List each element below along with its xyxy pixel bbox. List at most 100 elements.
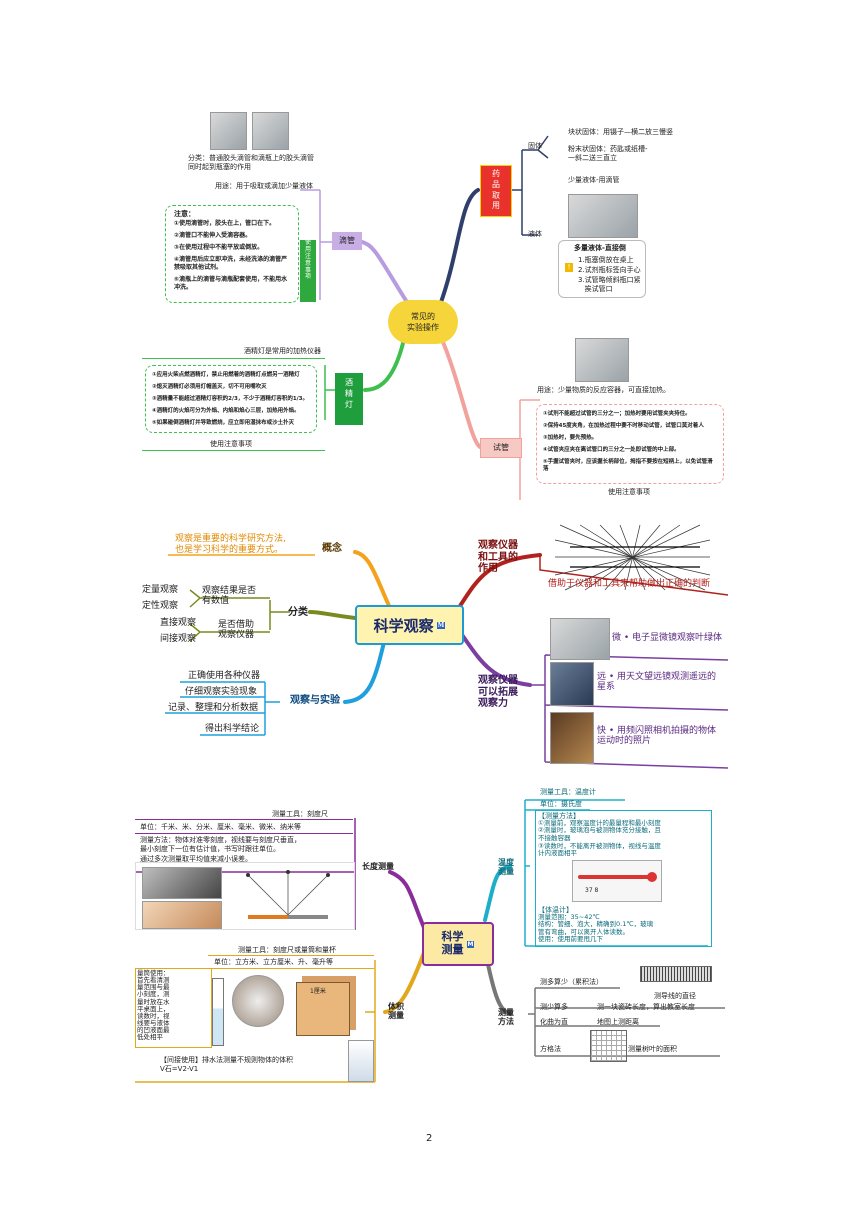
method-a: 测多算少（累积法） — [540, 978, 603, 986]
volume-label: 体积 测量 — [388, 1002, 404, 1021]
extend-item-2: 远 • 用天文望远镜观测遥远的 星系 — [597, 672, 717, 693]
extend-item-1: 微 • 电子显微镜观察叶绿体 — [612, 633, 723, 643]
dropper-note-1: ①使用滴管时，胶头在上，管口在下。 — [174, 220, 276, 227]
tube-label: 试管 — [480, 438, 522, 458]
drug-pour-1: 1.瓶塞倒放在桌上 — [578, 256, 634, 264]
lamp-bottom: 使用注意事项 — [210, 440, 252, 448]
method-d2: 测量树叶的面积 — [628, 1045, 677, 1053]
dropper-classify: 分类：普通胶头滴管和滴瓶上的胶头滴管 同时起到瓶塞的作用 — [188, 154, 314, 172]
method-b: 测少算多 — [540, 1003, 568, 1011]
dropper-note-3: ③在使用过程中不能平放或倒放。 — [174, 244, 264, 251]
extend-label: 观察仪器 可以拓展 观察力 — [478, 675, 518, 709]
hand-photo — [142, 901, 222, 929]
temp-therm-title: 【体温计】 — [538, 906, 573, 914]
dropper-photo-2 — [252, 112, 289, 150]
stroboscope-photo — [550, 712, 594, 764]
classify-g2: 是否借助 观察仪器 — [218, 620, 255, 641]
dropper-use: 用途：用于吸取或滴加少量液体 — [215, 182, 313, 190]
method-label: 测量 方法 — [498, 1008, 514, 1027]
method-c2: 地图上测距离 — [597, 1018, 639, 1026]
map3-center-text: 科学 测量 — [441, 930, 464, 956]
tube-bottom: 使用注意事项 — [608, 488, 650, 496]
classify-g2b: 间接观察 — [160, 634, 197, 644]
cube-label: 1厘米 — [310, 988, 326, 995]
temp-label: 温度 测量 — [498, 858, 514, 877]
thermometer-drawing: 37 8 — [572, 860, 662, 902]
lamp-notes-box: ①应用火柴点燃酒精灯，禁止用燃着的酒精灯点燃另一酒精灯 ②熄灭酒精灯必须用灯帽盖… — [145, 365, 317, 433]
dropper-label: 滴管 — [332, 232, 362, 250]
cylinder-photo — [232, 975, 284, 1027]
tube-note-2: ②保持45度夹角，在加热过程中要不时移动试管，试管口莫对着人 — [543, 423, 704, 429]
volume-indirect: 【间接使用】排水法测量不规则物体的体积 V石=V2-V1 — [160, 1056, 293, 1074]
lamp-bottom-line — [142, 450, 325, 451]
lamp-note-2: ②熄灭酒精灯必须用灯帽盖灭，切不可用嘴吹灭 — [152, 384, 267, 390]
leaf-grid-drawing — [590, 1030, 627, 1062]
lamp-top: 酒精灯是常用的加热仪器 — [244, 347, 321, 355]
dropper-side-label: 使 用 注 意 事 项 — [300, 239, 316, 302]
mindmap-icon: M — [436, 621, 446, 629]
coil-drawing — [640, 966, 712, 982]
drug-pour-2: 2.试剂瓶标签向手心 — [578, 266, 641, 274]
drug-photo — [568, 194, 638, 238]
temp-tool: 测量工具：温度计 — [540, 788, 596, 796]
length-tool: 测量工具：刻度尺 — [272, 810, 328, 818]
thermometer-scale: 37 8 — [585, 887, 599, 894]
lamp-note-4: ④酒精灯的火焰可分为外焰、内焰和焰心三层，加热用外焰。 — [152, 408, 300, 414]
temp-method-title: 【测量方法】 — [538, 812, 580, 820]
classify-g1b: 定性观察 — [142, 601, 179, 611]
exp-item-1: 正确使用各种仪器 — [188, 671, 261, 681]
lamp-label: 酒 精 灯 — [335, 373, 363, 425]
method-b2: 测一块瓷砖长度，算出教室长度 — [597, 1003, 695, 1011]
temp-read: ③读数时，不能离开被测物体，视线与温度 计内液面相平 — [538, 842, 661, 858]
length-photo-box — [135, 862, 355, 930]
tube-notes-box: ①试剂不能超过试管的三分之一；加热时要用试管夹夹持住。 ②保持45度夹角，在加热… — [536, 404, 724, 484]
volume-tool: 测量工具：刻度尺或量筒和量杯 — [238, 946, 336, 954]
tube-note-1: ①试剂不能超过试管的三分之一；加热时要用试管夹夹持住。 — [543, 411, 691, 417]
dropper-notes-box: 注意： ①使用滴管时，胶头在上，管口在下。 ②滴管口不能伸入受滴容器。 ③在使用… — [165, 205, 299, 303]
drug-pour-3: 3.试管略倾斜瓶口紧 挨试管口 — [578, 276, 641, 294]
temp-unit: 单位：摄氏度 — [540, 800, 582, 808]
volume-cylinder: 量筒使用： 首先看清测 量范围与最 小刻度，测 量时放在水 平桌面上， 读数时，… — [137, 969, 170, 1042]
length-tool-line — [135, 819, 353, 820]
volume-unit-line — [208, 968, 374, 969]
warning-icon: ! — [565, 263, 573, 272]
mindmap-icon-2: M — [466, 940, 475, 948]
classify-g1a: 定量观察 — [142, 585, 179, 595]
tools-text: 借助于仪器和工具来帮助做出正确的判断 — [548, 579, 711, 589]
tube-note-3: ③加热时，要先预热。 — [543, 435, 598, 441]
cylinder-drawing — [212, 978, 224, 1046]
length-unit: 单位：千米、米、分米、厘米、毫米、微米、纳米等 — [140, 823, 301, 831]
lamp-top-line — [142, 358, 325, 359]
drug-pour-title: 多量液体-直接倒 — [574, 244, 626, 252]
exp-label: 观察与实验 — [290, 695, 340, 706]
exp-item-3: 记录、整理和分析数据 — [168, 703, 259, 713]
temp-method-box — [535, 810, 712, 947]
dropper-note-2: ②滴管口不能伸入受滴容器。 — [174, 232, 252, 239]
tube-photo — [575, 338, 629, 382]
length-label: 长度测量 — [362, 862, 394, 871]
lamp-note-1: ①应用火柴点燃酒精灯，禁止用燃着的酒精灯点燃另一酒精灯 — [152, 372, 300, 378]
temp-method: ①测量前，观察温度计的最量程和最小刻度 ②测量时，玻璃泡与被测物体充分接触，且 … — [538, 819, 661, 842]
tube-note-5: ⑤手握试管夹时，应该握长柄部位，拇指不要按在短柄上，以免试管滑落 — [543, 459, 713, 473]
extend-item-3: 快 • 用频闪照相机拍摄的物体 运动时的照片 — [597, 726, 717, 747]
method-c: 化曲为直 — [540, 1018, 568, 1026]
lamp-note-5: ⑤如果碰倒酒精灯并导致燃烧，应立即用湿抹布或沙土扑灭 — [152, 420, 295, 426]
length-unit-line — [135, 833, 353, 834]
telescope-photo — [550, 662, 594, 706]
tools-label: 观察仪器 和工具的 作用 — [478, 540, 518, 574]
dropper-photo-1 — [210, 112, 247, 150]
tape-measure-photo — [142, 867, 222, 899]
length-method: 测量方法：物体对准零刻度，视线要与刻度尺垂直， 最小刻度下一位有估计值，书写时跟… — [140, 836, 301, 863]
map1-center: 常见的 实验操作 — [388, 300, 458, 344]
dropper-notes-title: 注意： — [174, 210, 195, 218]
temp-therm: 测量范围：35~42℃ 结构：管细、泡大，精确到0.1℃，玻璃 管有弯曲，可以离… — [538, 913, 654, 944]
lamp-note-3: ③酒精量不能超过酒精灯容积的2/3，不少于酒精灯容积的1/3。 — [152, 396, 308, 402]
drug-powder: 粉末状固体：药匙或纸槽- 一斜二送三直立 — [568, 145, 648, 163]
dropper-note-5: ⑤滴瓶上的滴管与滴瓶配套使用，不能用水冲洗。 — [174, 276, 288, 292]
drug-label: 药 品 取 用 — [480, 165, 512, 217]
exp-item-2: 仔细观察实验现象 — [185, 687, 258, 697]
method-a2: 测导线的直径 — [654, 992, 696, 1000]
tube-note-4: ④试管夹应夹在离试管口的三分之一处即试管的中上部。 — [543, 447, 680, 453]
page-number: 2 — [426, 1133, 433, 1144]
